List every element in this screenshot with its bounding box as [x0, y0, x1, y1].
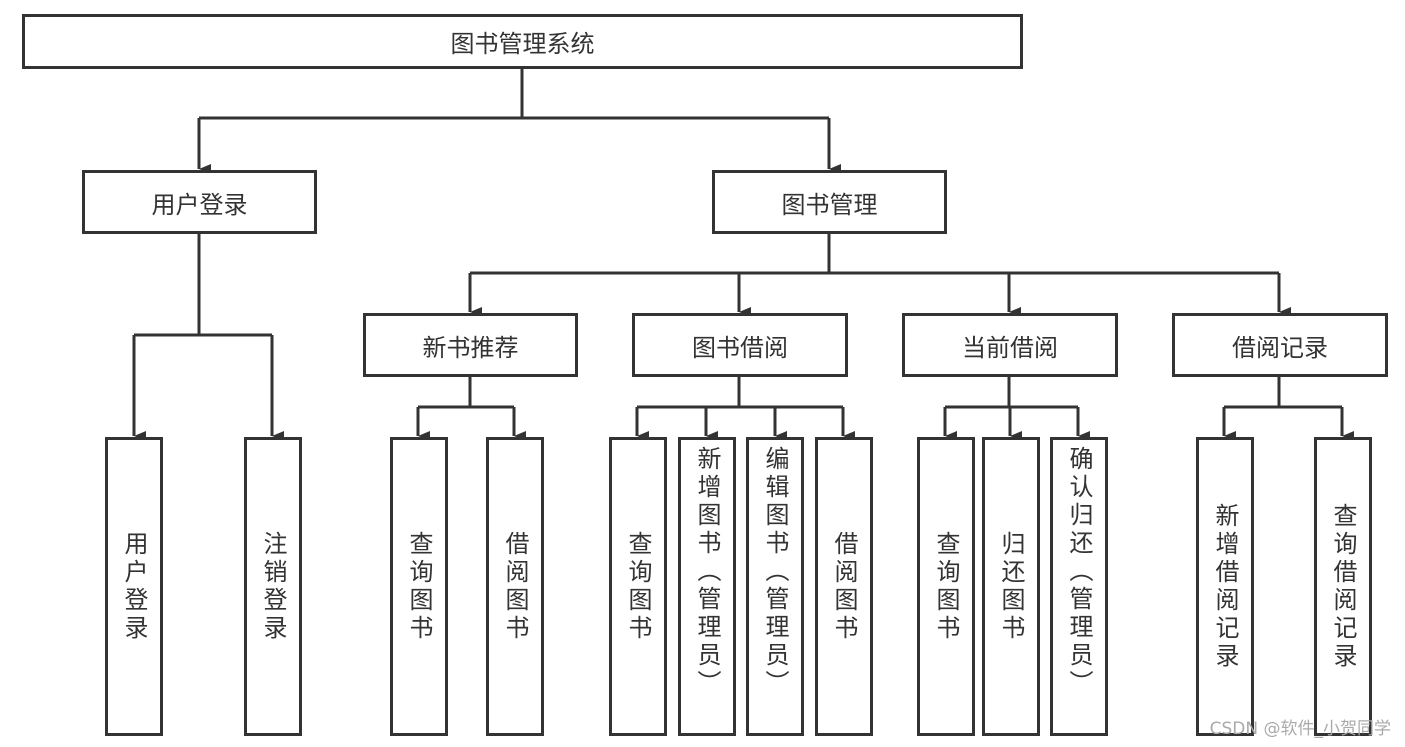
- node-new-book-recommend: 新书推荐: [363, 313, 578, 377]
- leaf-label: 新增图书（管理员）: [693, 446, 721, 698]
- leaf-node: 用户登录: [105, 437, 163, 736]
- leaf-node: 确认归还（管理员）: [1050, 437, 1108, 736]
- leaf-label: 查询图书: [405, 530, 433, 643]
- leaf-node: 查询图书: [609, 437, 667, 736]
- leaf-node: 注销登录: [244, 437, 302, 736]
- leaf-node: 新增借阅记录: [1196, 437, 1254, 736]
- node-book-management: 图书管理: [712, 170, 947, 234]
- leaf-label: 归还图书: [997, 530, 1025, 643]
- leaf-label: 注销登录: [259, 530, 287, 643]
- node-borrow-records: 借阅记录: [1172, 313, 1388, 377]
- leaf-label: 借阅图书: [830, 530, 858, 643]
- leaf-label: 查询借阅记录: [1329, 502, 1357, 671]
- leaf-label: 新增借阅记录: [1211, 502, 1239, 671]
- leaf-node: 归还图书: [982, 437, 1040, 736]
- watermark: CSDN @软件_小贺同学: [1209, 719, 1391, 739]
- leaf-node: 借阅图书: [486, 437, 544, 736]
- root-node: 图书管理系统: [22, 14, 1023, 69]
- leaf-label: 查询图书: [932, 530, 960, 643]
- leaf-node: 编辑图书（管理员）: [746, 437, 804, 736]
- leaf-node: 新增图书（管理员）: [678, 437, 736, 736]
- leaf-label: 编辑图书（管理员）: [761, 446, 789, 698]
- leaf-label: 确认归还（管理员）: [1065, 446, 1093, 698]
- leaf-label: 用户登录: [120, 530, 148, 643]
- leaf-node: 查询图书: [917, 437, 975, 736]
- node-book-borrow: 图书借阅: [632, 313, 848, 377]
- leaf-node: 查询借阅记录: [1314, 437, 1372, 736]
- node-current-borrow: 当前借阅: [902, 313, 1118, 377]
- leaf-node: 借阅图书: [815, 437, 873, 736]
- node-user-login: 用户登录: [82, 170, 317, 234]
- leaf-node: 查询图书: [390, 437, 448, 736]
- leaf-label: 借阅图书: [501, 530, 529, 643]
- leaf-label: 查询图书: [624, 530, 652, 643]
